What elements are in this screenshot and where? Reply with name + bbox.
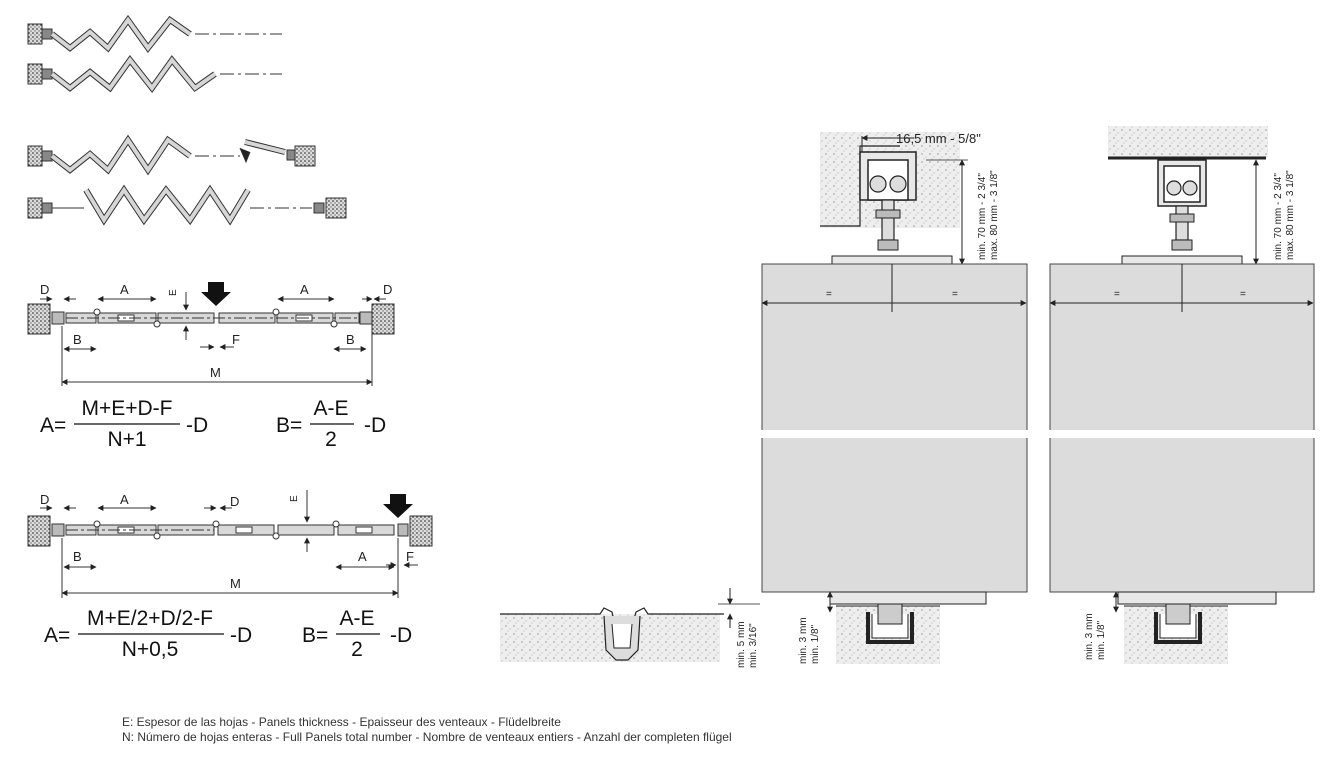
label-d-left-2: D (40, 492, 49, 507)
formula-b2-denominator: 2 (351, 638, 363, 661)
label-f-2: F (406, 549, 414, 564)
diagram-1-labels: D A E A D B F B M (40, 282, 392, 380)
dimension-diagram-1 (27, 282, 395, 386)
formula-a-1: A= M+E+D-F N+1 -D (40, 397, 208, 451)
label-b-2: B (73, 549, 82, 564)
diagram-2-labels: D A D E B A F M (40, 492, 414, 591)
floor-gap-3-a: min. 3 mm (798, 617, 809, 664)
label-d-right: D (383, 282, 392, 297)
height-min-dim: min. 70 mm - 2 3/4" (977, 173, 988, 260)
folding-plan-4 (27, 184, 347, 226)
label-m-2: M (230, 576, 241, 591)
formula-b-1: B= A-E 2 -D (276, 397, 386, 451)
eq-mark-right-a: = (1114, 289, 1120, 300)
label-m: M (210, 365, 221, 380)
dimension-diagram-2 (27, 490, 433, 598)
label-b-right: B (346, 332, 355, 347)
folding-plan-1 (27, 14, 282, 54)
formula-a2-tail: -D (230, 624, 252, 647)
formula-b-denominator: 2 (325, 428, 337, 451)
formula-b2-numerator: A-E (339, 607, 374, 630)
eq-mark-left-b: = (952, 289, 958, 300)
label-a-left: A (120, 282, 129, 297)
formula-b-tail: -D (364, 414, 386, 437)
formula-a2-numerator: M+E/2+D/2-F (87, 607, 213, 630)
label-a-bottom-2: A (358, 549, 367, 564)
label-b-left: B (73, 332, 82, 347)
label-a-right: A (300, 282, 309, 297)
formula-a2-denominator: N+0,5 (122, 638, 179, 661)
label-e-2: E (289, 495, 300, 502)
label-f: F (232, 332, 240, 347)
formula-a2-lhs: A= (44, 624, 70, 647)
floor-gap-5-b: min. 3/16" (748, 623, 759, 668)
legend-line-e: E: Espesor de las hojas - Panels thickne… (122, 715, 561, 729)
label-d-mid-2: D (230, 494, 239, 509)
floor-gap-5-a: min. 5 mm (736, 621, 747, 668)
eq-mark-right-b: = (1240, 289, 1246, 300)
wall-block (27, 23, 43, 45)
formula-b-lhs: B= (276, 414, 302, 437)
label-e: E (168, 289, 179, 296)
formula-a-tail: -D (186, 414, 208, 437)
legend-line-n: N: Número de hojas enteras - Full Panels… (122, 730, 732, 744)
section-view-left: 16,5 mm - 5/8" min. 70 mm - 2 3/4" max. … (500, 131, 1030, 668)
formula-a-denominator: N+1 (107, 428, 146, 451)
folding-plan-3 (27, 134, 316, 176)
floor-gap-3-a-right: min. 3 mm (1084, 613, 1095, 660)
formula-b2-tail: -D (390, 624, 412, 647)
formula-b-2: B= A-E 2 -D (302, 607, 412, 661)
folding-plan-2 (27, 54, 282, 94)
top-width-dim: 16,5 mm - 5/8" (896, 131, 981, 146)
height-max-dim: max. 80 mm - 3 1/8" (989, 170, 1000, 260)
floor-gap-3-b: min. 1/8" (810, 624, 821, 664)
formula-b2-lhs: B= (302, 624, 328, 647)
height-min-dim-right: min. 70 mm - 2 3/4" (1273, 173, 1284, 260)
section-view-right: min. 70 mm - 2 3/4" max. 80 mm - 3 1/8" … (1048, 126, 1318, 664)
label-d-left: D (40, 282, 49, 297)
eq-mark-left-a: = (826, 289, 832, 300)
formula-a-numerator: M+E+D-F (81, 397, 172, 420)
formula-b-numerator: A-E (313, 397, 348, 420)
formula-a-2: A= M+E/2+D/2-F N+0,5 -D (44, 607, 252, 661)
formula-a-lhs: A= (40, 414, 66, 437)
label-a-top-2: A (120, 492, 129, 507)
floor-gap-3-b-right: min. 1/8" (1096, 620, 1107, 660)
height-max-dim-right: max. 80 mm - 3 1/8" (1285, 170, 1296, 260)
